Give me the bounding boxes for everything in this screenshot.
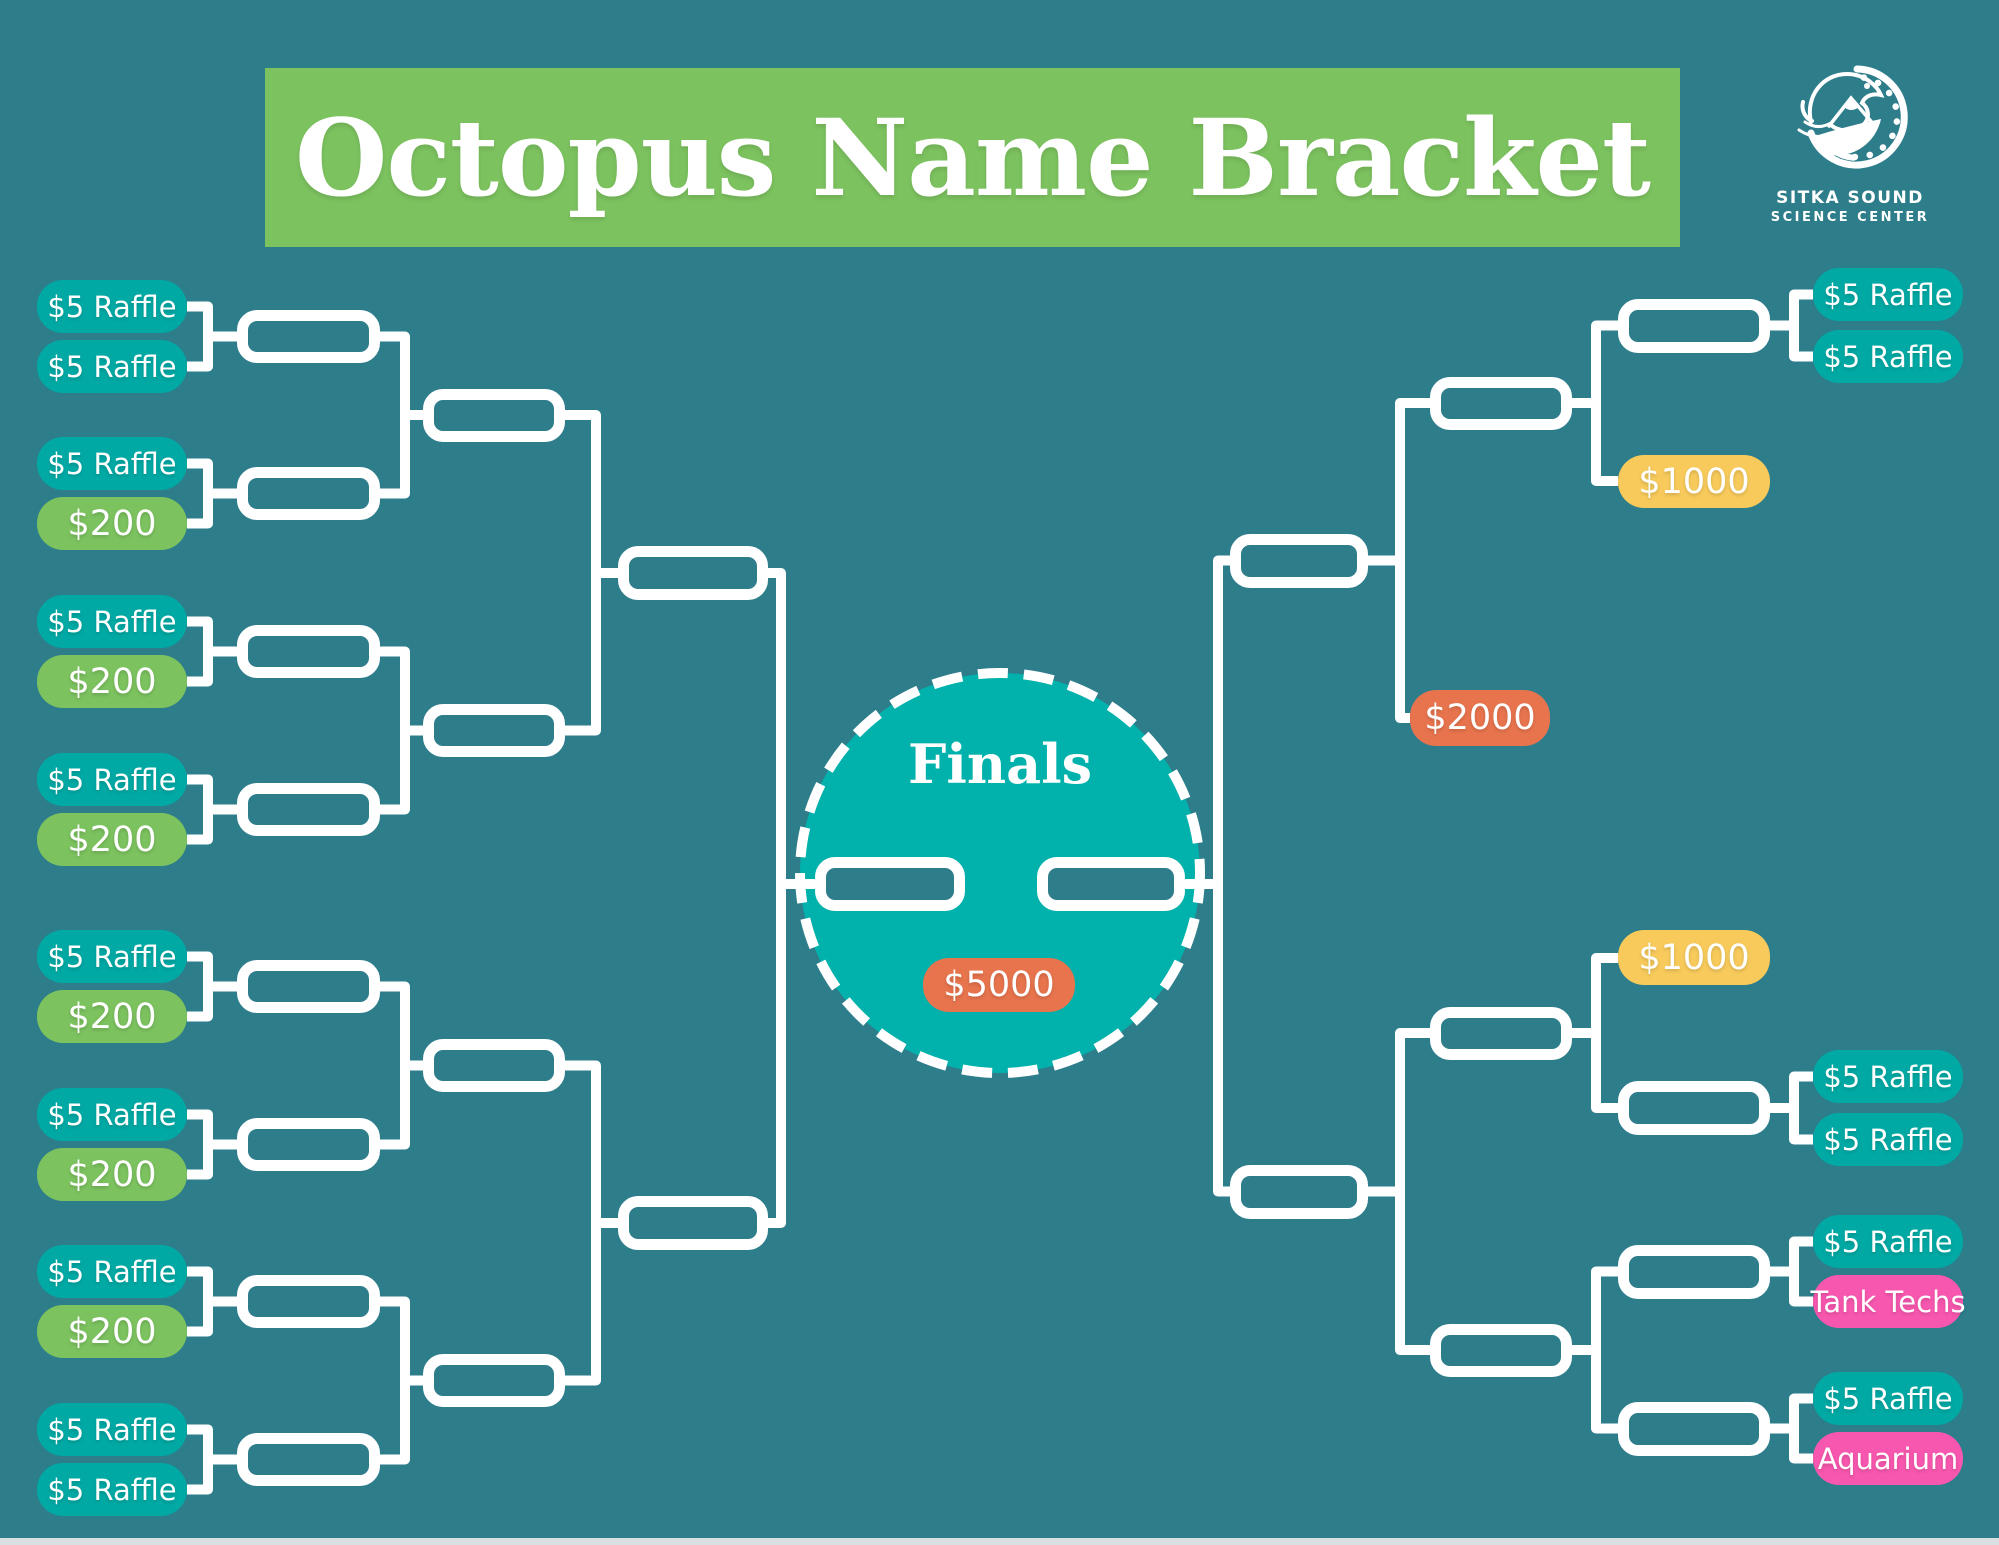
right-pill-tank-techs: Tank Techs (1810, 1275, 1966, 1328)
right-pill-1: $5 Raffle (1813, 268, 1963, 321)
left-pill-7: $5 Raffle (37, 753, 187, 806)
logo-text-line1: SITKA SOUND (1776, 188, 1924, 208)
match-slot-left-r1-4 (237, 783, 380, 836)
match-slot-left-r1-2 (237, 467, 380, 520)
match-slot-right-r1-3 (1618, 1245, 1770, 1299)
right-pill-2000: $2000 (1410, 690, 1550, 746)
left-pill-1: $5 Raffle (37, 280, 187, 333)
left-pill-12: $200 (37, 1148, 187, 1201)
left-pill-3: $5 Raffle (37, 437, 187, 490)
match-slot-right-r2-3 (1430, 1324, 1572, 1377)
right-pill-4: $5 Raffle (1813, 1113, 1963, 1166)
match-slot-left-r2-4 (423, 1354, 565, 1407)
finals-heading: Finals (907, 732, 1093, 796)
fish-mountain-wave-logo-icon (1797, 65, 1908, 169)
left-pill-16: $5 Raffle (37, 1463, 187, 1516)
finals-prize-pill: $5000 (923, 958, 1075, 1012)
match-slot-left-r1-7 (237, 1275, 380, 1328)
left-pill-6: $200 (37, 655, 187, 708)
left-pill-13: $5 Raffle (37, 1245, 187, 1298)
match-slot-right-r3-1 (1230, 534, 1368, 588)
right-pill-1000-bottom: $1000 (1618, 930, 1770, 985)
right-pill-5: $5 Raffle (1813, 1215, 1963, 1268)
left-pill-9: $5 Raffle (37, 930, 187, 983)
left-pill-10: $200 (37, 990, 187, 1043)
left-pill-8: $200 (37, 813, 187, 866)
match-slot-right-r2-2 (1430, 1007, 1572, 1060)
bottom-edge-strip (0, 1538, 1999, 1545)
bracket-connectors-left (187, 301, 815, 1495)
match-slot-left-r1-3 (237, 625, 380, 678)
right-pill-3: $5 Raffle (1813, 1050, 1963, 1103)
sitka-sound-science-center-logo: SITKA SOUND SCIENCE CENTER (1755, 62, 1945, 232)
left-pill-11: $5 Raffle (37, 1088, 187, 1141)
match-slot-left-r3-1 (618, 546, 768, 600)
left-pill-15: $5 Raffle (37, 1403, 187, 1456)
page-title: Octopus Name Bracket (295, 95, 1651, 220)
match-slot-right-r3-2 (1230, 1165, 1368, 1219)
left-pill-4: $200 (37, 497, 187, 550)
finals-circle (795, 668, 1205, 1078)
right-pill-1000-top: $1000 (1618, 455, 1770, 508)
match-slot-right-r1-4 (1618, 1402, 1770, 1456)
right-pill-6: $5 Raffle (1813, 1372, 1963, 1425)
match-slot-left-r1-6 (237, 1118, 380, 1171)
left-pill-5: $5 Raffle (37, 595, 187, 648)
match-slot-left-r2-1 (423, 389, 565, 442)
title-banner: Octopus Name Bracket (265, 68, 1680, 247)
right-pill-aquarium: Aquarium (1813, 1432, 1963, 1485)
logo-text-line2: SCIENCE CENTER (1770, 210, 1930, 225)
match-slot-right-r1-2 (1618, 1081, 1770, 1135)
match-slot-left-r1-8 (237, 1433, 380, 1486)
match-slot-left-r2-3 (423, 1039, 565, 1092)
match-slot-right-r2-1 (1430, 377, 1572, 430)
left-pill-14: $200 (37, 1305, 187, 1358)
match-slot-left-r3-2 (618, 1196, 768, 1250)
match-slot-right-r1-1 (1618, 299, 1770, 353)
right-pill-2: $5 Raffle (1813, 330, 1963, 383)
finals-slot-right (1037, 857, 1185, 911)
match-slot-left-r2-2 (423, 704, 565, 757)
bracket-connectors-right (1185, 289, 1813, 1464)
finals-slot-left (815, 857, 965, 911)
match-slot-left-r1-1 (237, 310, 380, 363)
left-pill-2: $5 Raffle (37, 340, 187, 393)
match-slot-left-r1-5 (237, 960, 380, 1013)
